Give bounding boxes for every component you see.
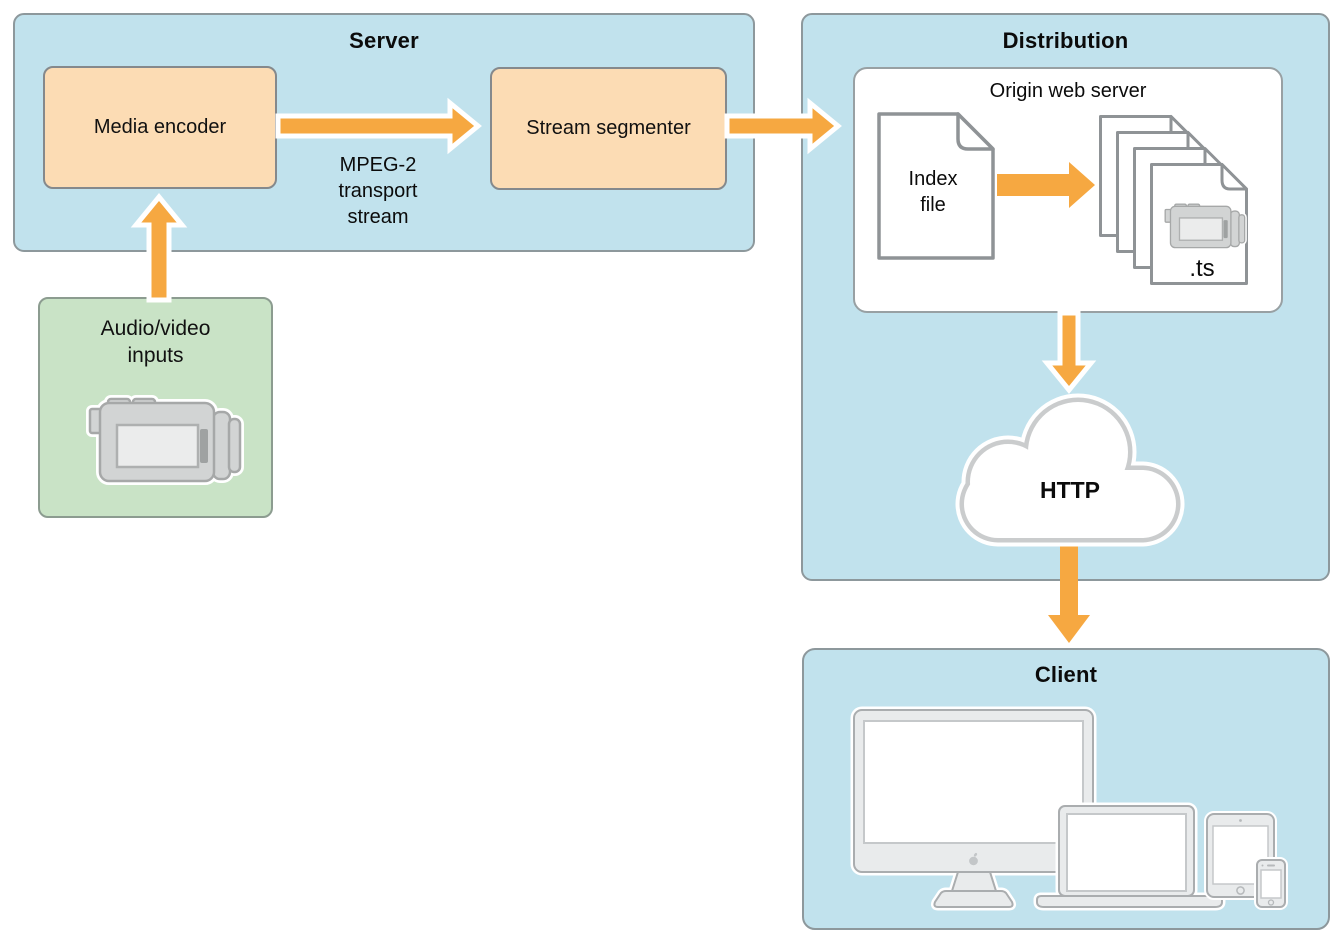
mpeg2-transport-stream-label: MPEG-2 transport stream [338, 154, 418, 228]
flow-arrow-origin-to-cloud [1041, 310, 1097, 394]
origin-web-server-title: Origin web server [989, 80, 1147, 102]
ts-extension-label: .ts [1189, 255, 1214, 282]
client-devices-illustration [850, 706, 1288, 911]
inputs-label-line1: Audio/video [100, 317, 211, 340]
iphone-icon [1254, 857, 1288, 910]
apple-logo-icon [969, 852, 978, 866]
camcorder-icon [84, 393, 244, 498]
flow-arrow-encoder-to-segmenter [275, 97, 482, 155]
inputs-label-line2: inputs [127, 344, 184, 367]
distribution-title: Distribution [1002, 28, 1129, 53]
stream-segmenter-box: Stream segmenter [490, 67, 727, 190]
client-title: Client [1034, 662, 1098, 687]
stream-segmenter-label: Stream segmenter [526, 117, 691, 139]
media-encoder-box: Media encoder [43, 66, 277, 189]
flow-arrow-cloud-to-client [1048, 546, 1090, 643]
index-file-document-icon [877, 112, 995, 260]
http-label: HTTP [1040, 477, 1100, 503]
server-title: Server [349, 28, 419, 53]
media-encoder-label: Media encoder [93, 116, 227, 138]
imac-icon [850, 706, 1097, 911]
flow-arrow-inputs-to-encoder [130, 193, 188, 303]
macbook-icon [1033, 802, 1226, 911]
index-file-label: Index file [908, 168, 958, 216]
flow-arrow-segmenter-to-distribution [724, 97, 842, 155]
http-cloud-icon: HTTP [955, 393, 1185, 547]
ts-camcorder-icon [1165, 204, 1244, 247]
flow-arrow-index-to-ts [997, 162, 1095, 208]
ts-files-stack-icon: .ts [1099, 115, 1248, 285]
